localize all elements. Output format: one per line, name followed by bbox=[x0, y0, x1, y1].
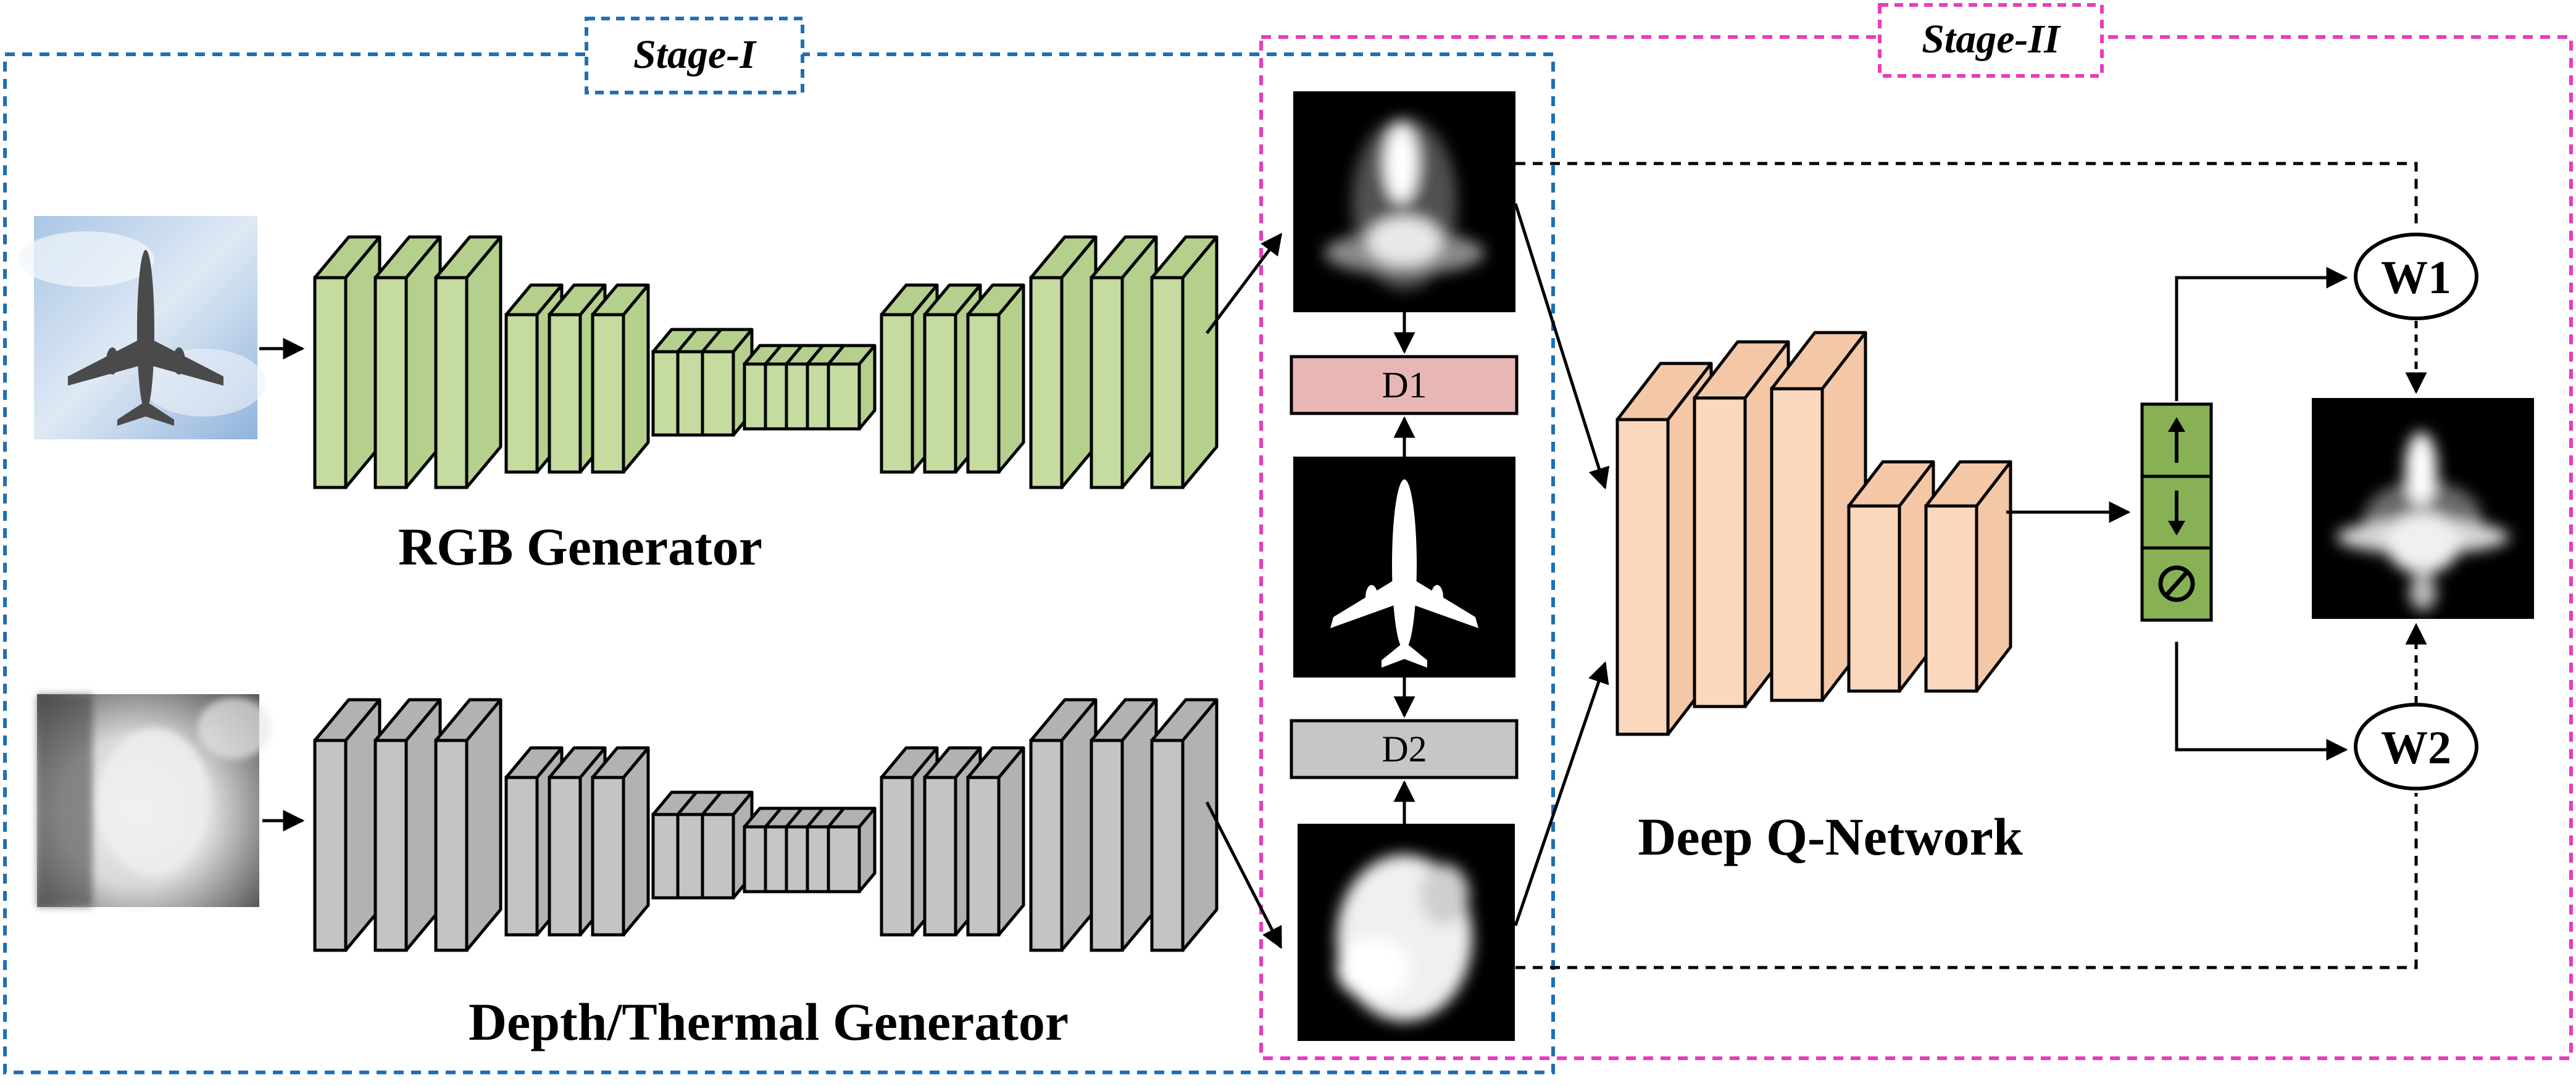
depth-generator-layer-14 bbox=[827, 806, 877, 893]
fused-saliency-map bbox=[2312, 398, 2534, 619]
stage-2-border bbox=[1259, 35, 2573, 1060]
actions-to-w1-arrow bbox=[2175, 267, 2348, 338]
weight-w1: W1 bbox=[2354, 233, 2478, 320]
depth-generator-layer-3 bbox=[434, 698, 502, 952]
rgb-generator-layer-18 bbox=[1029, 235, 1098, 489]
airplane-silhouette-icon bbox=[1330, 479, 1478, 668]
stage-2-region: Stage-II bbox=[1259, 3, 2573, 1060]
depth-generator-layer-6 bbox=[591, 746, 650, 937]
depth-to-output-arrow bbox=[1205, 801, 1283, 950]
w2-label: W2 bbox=[2381, 722, 2451, 774]
discriminator-d1: D1 bbox=[1290, 355, 1519, 415]
depth-map-to-w2-dashed bbox=[1515, 793, 2418, 969]
depth-generator-layer-19 bbox=[1090, 698, 1158, 952]
down-arrow-icon bbox=[2168, 491, 2185, 536]
stage-1-tag-box bbox=[585, 17, 804, 94]
rgb-to-output-arrow bbox=[1206, 233, 1283, 334]
stage-2-tag-box bbox=[1878, 3, 2104, 78]
w1-label: W1 bbox=[2381, 252, 2451, 304]
action-selector bbox=[2140, 402, 2213, 622]
no-change-icon bbox=[2158, 565, 2195, 602]
discriminator-d2: D2 bbox=[1290, 719, 1519, 779]
rgb-generator-layer-17 bbox=[966, 283, 1025, 474]
rgb-generator-layer-19 bbox=[1090, 235, 1158, 489]
rgb-generator-layer-1 bbox=[313, 235, 381, 489]
rgb-generator-layer-6 bbox=[591, 283, 650, 474]
depth-generator-layer-2 bbox=[373, 698, 442, 952]
d2-label: D2 bbox=[1382, 729, 1427, 769]
rgb-generator-label: RGB Generator bbox=[398, 517, 762, 576]
d2-box bbox=[1290, 719, 1519, 779]
rgb-generator-layer-14 bbox=[827, 344, 877, 431]
rgb-map-to-dqn-arrow bbox=[1514, 203, 1610, 490]
depth-generator-layer-18 bbox=[1029, 698, 1098, 952]
actions-to-w2-arrow bbox=[2175, 642, 2348, 761]
rgb-generator-layer-20 bbox=[1150, 235, 1219, 489]
rgb-generator bbox=[313, 235, 1219, 489]
depth-map-to-dqn-arrow bbox=[1514, 661, 1609, 926]
dqn-layer-5 bbox=[1924, 460, 2012, 693]
rgb-generator-layer-2 bbox=[373, 235, 442, 489]
rgb-generator-layer-3 bbox=[434, 235, 502, 489]
d1-label: D1 bbox=[1382, 365, 1427, 405]
rgb-saliency-map bbox=[1293, 91, 1515, 312]
stage-1-region: Stage-I bbox=[3, 17, 1555, 1074]
deep-q-network bbox=[1615, 331, 2012, 736]
stage-1-label: Stage-I bbox=[633, 32, 757, 77]
up-arrow-icon bbox=[2168, 417, 2185, 463]
d1-box bbox=[1290, 355, 1519, 415]
weight-w2: W2 bbox=[2354, 703, 2478, 790]
airplane-photo-icon bbox=[68, 250, 223, 426]
dqn-label: Deep Q-Network bbox=[1638, 807, 2023, 866]
stage-2-label: Stage-II bbox=[1922, 17, 2061, 62]
stage-1-border bbox=[3, 52, 1555, 1074]
ground-truth-mask bbox=[1293, 457, 1515, 678]
rgb-input-image bbox=[19, 216, 265, 439]
depth-generator-label: Depth/Thermal Generator bbox=[469, 992, 1069, 1051]
depth-saliency-map bbox=[1298, 824, 1515, 1041]
dqn-layer-4 bbox=[1847, 460, 1935, 693]
depth-generator-layer-20 bbox=[1150, 698, 1219, 952]
depth-input-image bbox=[37, 694, 272, 907]
depth-generator-layer-1 bbox=[313, 698, 381, 952]
rgb-map-to-w1-dashed bbox=[1515, 162, 2418, 228]
depth-generator bbox=[313, 698, 1219, 952]
depth-generator-layer-17 bbox=[966, 746, 1025, 937]
